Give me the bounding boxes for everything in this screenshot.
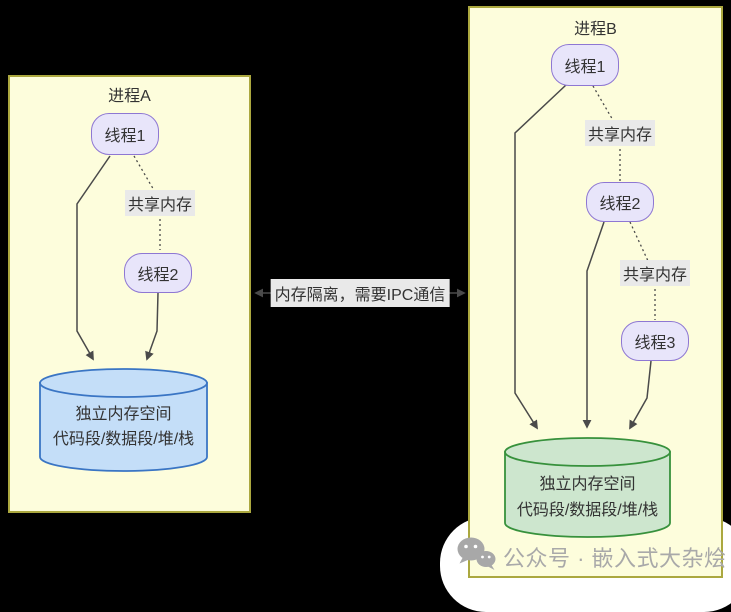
b-thread2-label: 线程2 — [599, 196, 641, 213]
wechat-icon — [457, 537, 496, 570]
process-b-title: 进程B — [574, 21, 617, 38]
process-a-title: 进程A — [108, 88, 151, 105]
ipc-label: 内存隔离，需要IPC通信 — [270, 279, 450, 307]
b-memory-line1: 独立内存空间 — [539, 476, 636, 493]
b-thread1-label: 线程1 — [564, 59, 606, 76]
a-thread2-label: 线程2 — [137, 267, 179, 284]
b-memory-text: 独立内存空间 代码段/数据段/堆/栈 — [505, 472, 670, 524]
b-shared-memory-label-2: 共享内存 — [619, 260, 691, 286]
a-shared-memory-label: 共享内存 — [124, 190, 196, 216]
a-thread2-node: 线程2 — [124, 253, 192, 293]
a-thread1-label: 线程1 — [104, 128, 146, 145]
a-memory-line2: 代码段/数据段/堆/栈 — [52, 431, 195, 448]
b-thread3-node: 线程3 — [621, 321, 689, 361]
b-thread3-label: 线程3 — [634, 335, 676, 352]
a-thread1-node: 线程1 — [91, 113, 159, 155]
a-memory-text: 独立内存空间 代码段/数据段/堆/栈 — [40, 402, 207, 452]
watermark-text: 公众号 · 嵌入式大杂烩 — [503, 546, 727, 571]
b-thread2-node: 线程2 — [586, 182, 654, 222]
b-memory-line2: 代码段/数据段/堆/栈 — [516, 502, 659, 519]
a-memory-line1: 独立内存空间 — [75, 406, 172, 423]
b-thread1-node: 线程1 — [551, 44, 619, 86]
diagram-canvas: 进程A 进程B 线程1 共享内存 — [8, 6, 731, 612]
b-shared-memory-label-1: 共享内存 — [584, 120, 656, 146]
